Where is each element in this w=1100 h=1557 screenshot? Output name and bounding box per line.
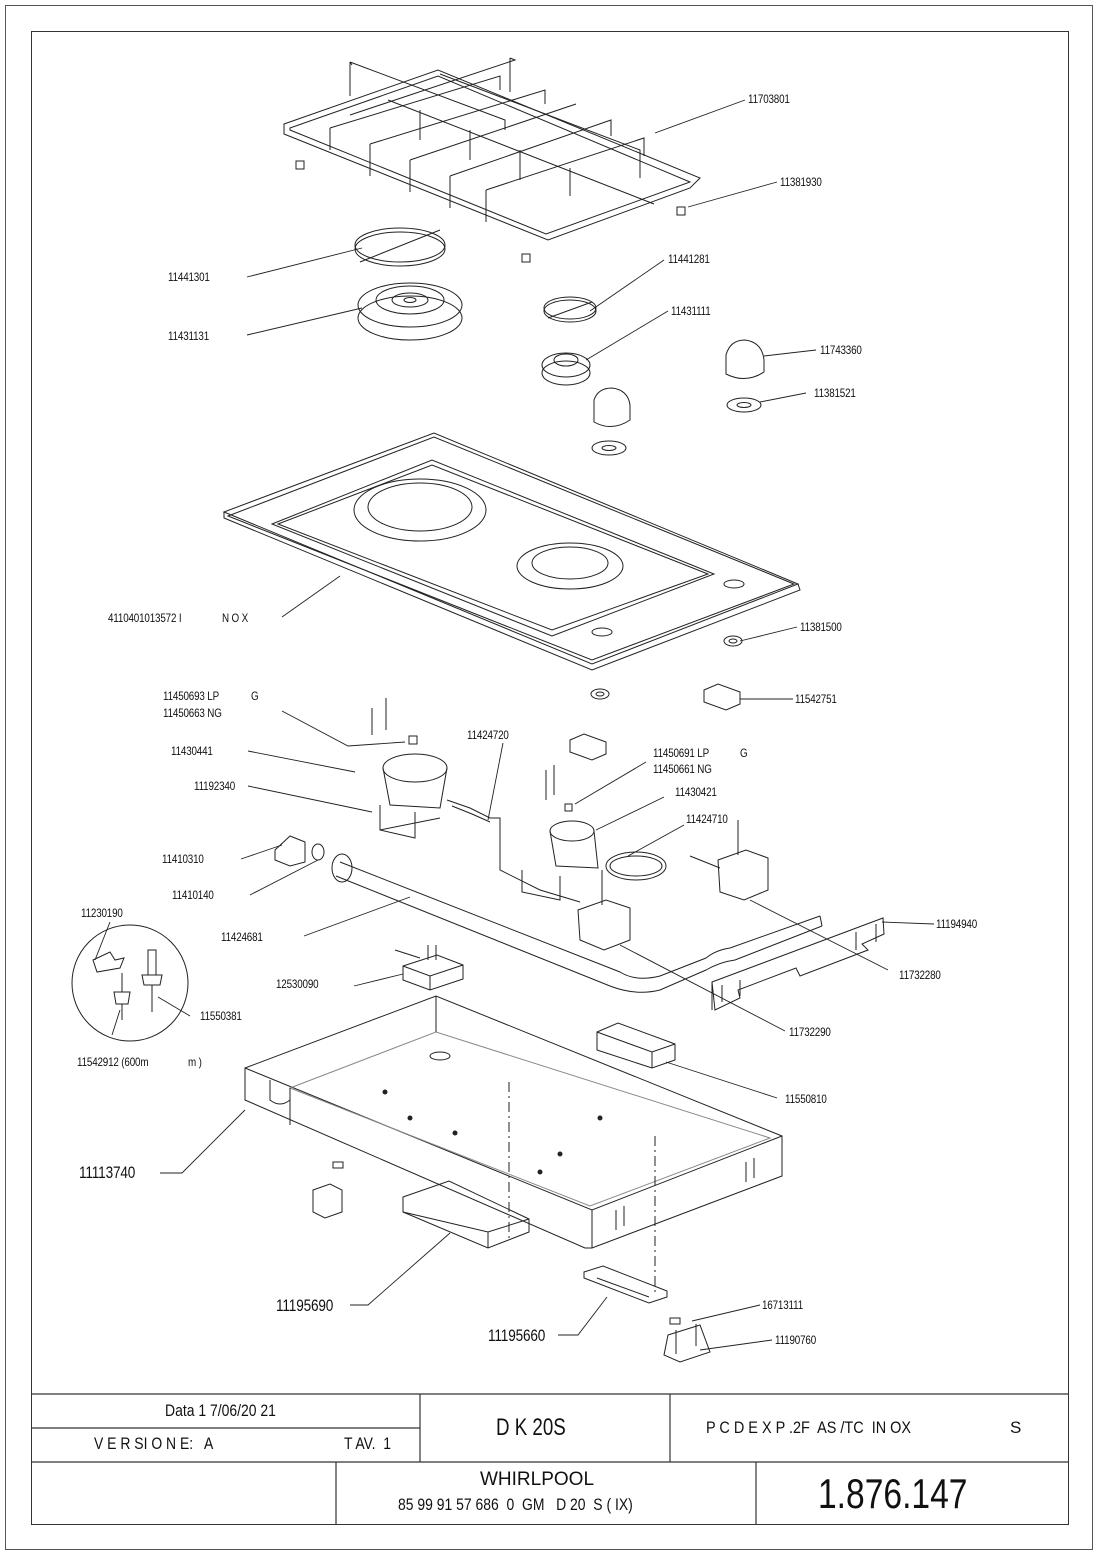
- callout-small-burner-head: 11431111: [671, 304, 711, 318]
- bracket-left-shape: [312, 1161, 530, 1249]
- callout-worktop-suffix: N O X: [222, 611, 248, 625]
- sheet-number-field: T AV. 1: [344, 1434, 392, 1453]
- leader-lines: [94, 99, 935, 1351]
- callout-clip: 11230190: [81, 906, 123, 920]
- callout-gas-ramp: 11424681: [221, 930, 263, 944]
- right-burner-body-shape: [521, 820, 667, 901]
- callout-big-burner-head: 11431131: [168, 329, 210, 343]
- big-burner-cap-shape: [354, 227, 446, 263]
- callout-valve-left: 11732290: [789, 1025, 831, 1039]
- callout-ignition-switch: 11542751: [795, 692, 837, 706]
- callout-small-burner-cap: 11441281: [668, 252, 710, 266]
- callout-big-burner-cap: 11441301: [168, 270, 210, 284]
- callout-injector-right-ng: 11450661 NG: [653, 762, 712, 776]
- product-description: P C D E X P .2F AS /TC IN OX: [706, 1418, 912, 1437]
- callout-worktop: 4110401013572 I: [108, 611, 182, 625]
- pan-support-grid: [283, 57, 701, 241]
- callout-spark-generator: 12530090: [276, 977, 319, 991]
- sheet-outer-border: [5, 5, 1093, 1550]
- worktop-shape: [222, 432, 801, 671]
- callout-igniter: 11550810: [785, 1092, 827, 1106]
- fixing-clamp-shape: [663, 1317, 711, 1363]
- product-description-suffix: S: [1010, 1418, 1022, 1437]
- date-field: Data 1 7/06/20 21: [165, 1401, 276, 1420]
- valves-shape: [577, 820, 769, 951]
- bracket-right-shape: [583, 1265, 668, 1304]
- callout-fixing-clamp: 11190760: [775, 1333, 817, 1347]
- product-code: 85 99 91 57 686 0 GM D 20 S ( IX): [398, 1495, 633, 1514]
- spark-generator-shape: [394, 945, 464, 991]
- callout-injector-right-lp-suffix: G: [740, 746, 748, 760]
- callout-injector-left-ng: 11450663 NG: [163, 706, 222, 720]
- callout-injector-left-lp: 11450693 LP: [163, 689, 220, 703]
- callout-casing: 11113740: [79, 1163, 136, 1182]
- callout-gasket: 11410140: [172, 888, 214, 902]
- title-block-frame: [31, 1393, 1069, 1525]
- callout-valve-bracket: 11194940: [936, 917, 978, 931]
- callout-knob: 11743360: [820, 343, 862, 357]
- callout-thermocouple: 11550381: [200, 1009, 242, 1023]
- callout-burner-body-right: 11430421: [675, 785, 717, 799]
- callout-bracket-right: 11195660: [488, 1326, 546, 1345]
- detail-circle: [71, 924, 189, 1042]
- callout-bracket-left: 11195690: [276, 1296, 334, 1315]
- sheet-inner-border: [31, 31, 1069, 1525]
- callout-electrode: 11542912 (600m: [77, 1055, 149, 1069]
- callout-elbow: 11410310: [162, 852, 204, 866]
- model-name: D K 20S: [496, 1414, 566, 1441]
- callout-injector-right-lp: 11450691 LP: [653, 746, 710, 760]
- callout-burner-bracket: 11192340: [194, 779, 236, 793]
- ignition-switch-shape: [703, 683, 741, 711]
- callout-burner-body-left: 11430441: [171, 744, 213, 758]
- version-field: V E R SI O N E: A: [94, 1434, 214, 1453]
- callout-knob-ring: 11381521: [814, 386, 856, 400]
- callout-injector-left-lp-suffix: G: [251, 689, 259, 703]
- callout-valve-right: 11732280: [899, 968, 941, 982]
- igniter-shape: [596, 1022, 676, 1069]
- knob-shape: [725, 339, 765, 379]
- callout-electrode-suffix: m ): [188, 1055, 202, 1069]
- callout-spring-clip: 16713111: [762, 1298, 804, 1312]
- big-burner-head-shape: [357, 282, 463, 341]
- brand-name: WHIRLPOOL: [480, 1469, 595, 1490]
- valve-bracket-shape: [711, 917, 885, 1011]
- gas-ramp-shape: [331, 853, 823, 993]
- callout-pipe-left: 11424720: [467, 728, 509, 742]
- left-burner-body-shape: [379, 753, 581, 903]
- callout-grommet: 11381500: [800, 620, 842, 634]
- callout-pipe-right: 11424710: [686, 812, 728, 826]
- callout-rubber-foot: 11381930: [780, 175, 822, 189]
- casing-shape: [244, 995, 783, 1249]
- rubber-feet: [295, 160, 686, 263]
- callout-pan-support: 11703801: [748, 92, 790, 106]
- drawing-number: 1.876.147: [818, 1470, 968, 1517]
